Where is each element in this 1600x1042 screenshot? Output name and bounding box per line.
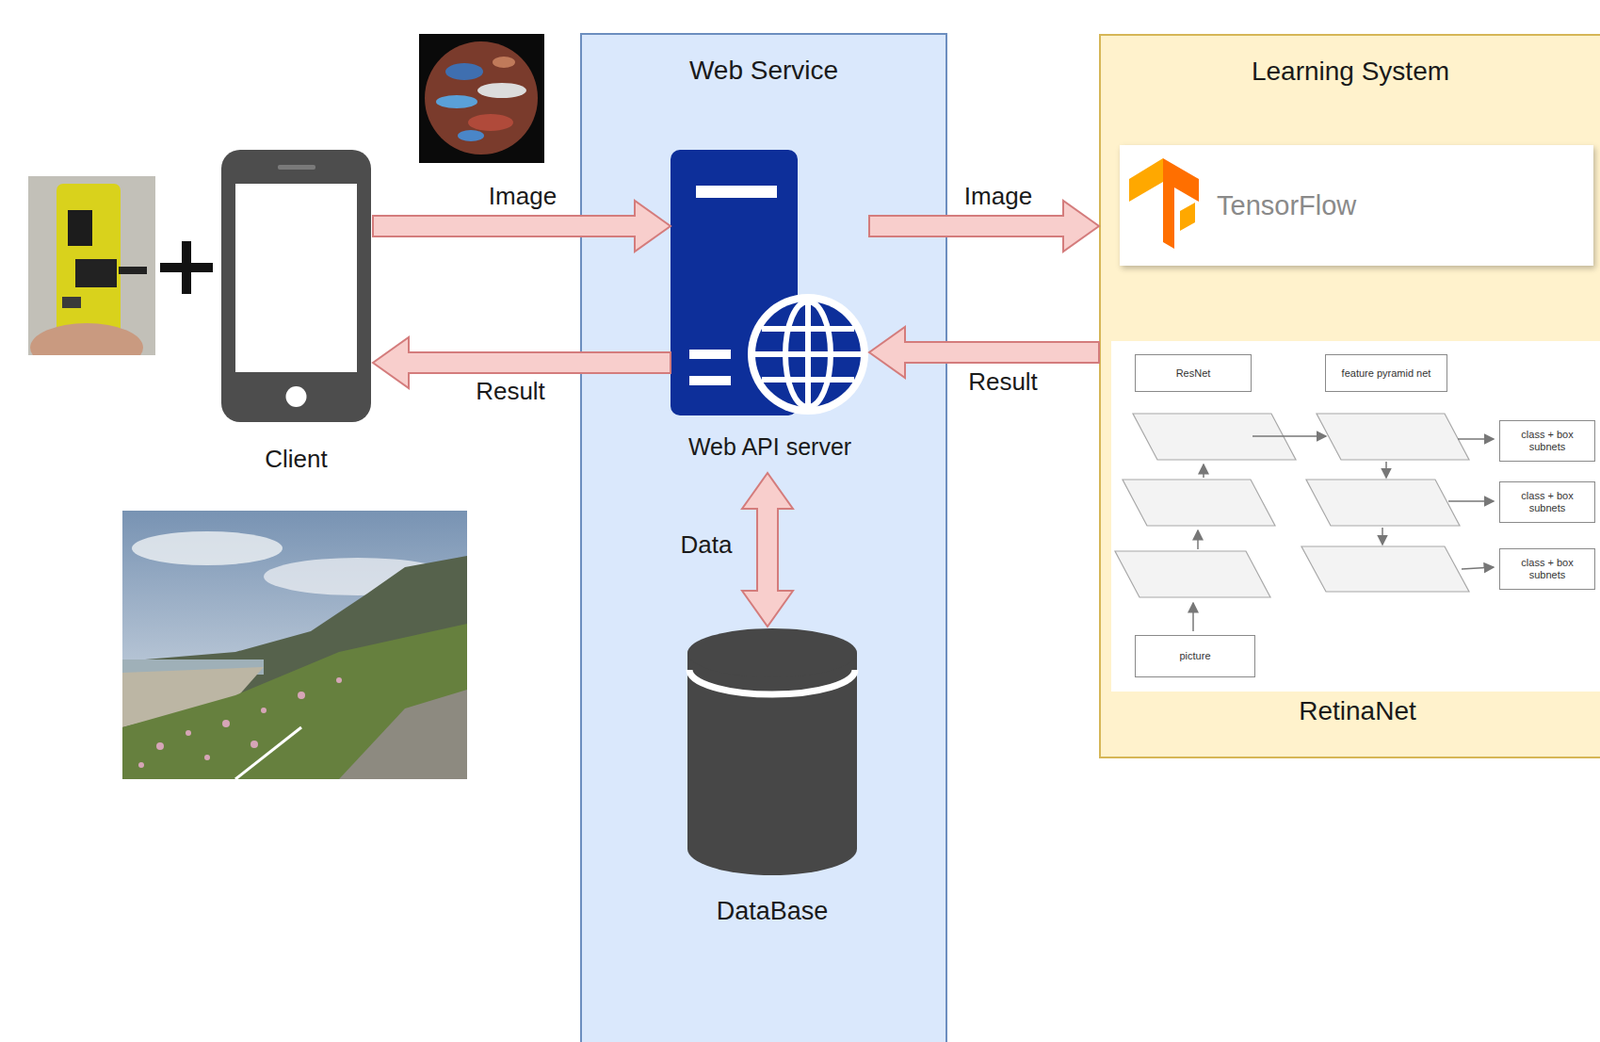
device-photo [28, 176, 156, 356]
cloud [131, 531, 283, 566]
device-knob [118, 266, 147, 275]
feature-planes [1115, 413, 1470, 598]
subnet-box: class + box subnets [1499, 481, 1596, 523]
image-ground [419, 33, 545, 163]
panel-title: Web Service [689, 55, 839, 86]
node-label: Client [264, 444, 327, 474]
model-name: RetinaNet [1298, 695, 1417, 727]
edge-label: Image [488, 181, 557, 211]
edge-label: Image [964, 181, 1033, 211]
node-label: Web API server [688, 433, 852, 461]
sample-patch [457, 129, 485, 142]
layer-label: class + box subnets [1504, 489, 1590, 514]
path [339, 689, 468, 779]
layer-label: feature pyramid net [1341, 367, 1432, 380]
sample-patch [492, 56, 516, 68]
phone-speaker [277, 164, 316, 170]
figure-arrows [1193, 436, 1494, 631]
sample-patch [477, 82, 527, 98]
phone-body [221, 149, 372, 422]
subnet-box: class + box subnets [1499, 420, 1596, 462]
service-panel: Web ServiceWeb API serverDataBase [580, 32, 948, 1042]
panel-title: Learning System [1251, 56, 1450, 87]
server-bar [689, 349, 731, 359]
client-phone: Client [219, 147, 373, 487]
edge-label-holder: Image [964, 181, 1033, 211]
input-box: picture [1134, 634, 1256, 678]
edge-label-holder: Result [968, 367, 1038, 397]
layer-box: ResNet [1134, 354, 1252, 392]
figure-ground [1111, 340, 1600, 692]
sample-disc [424, 41, 538, 155]
layer-label: class + box subnets [1504, 428, 1590, 453]
server-bar [689, 375, 731, 386]
globe [755, 301, 861, 407]
vegetation [122, 623, 468, 779]
device-body [56, 183, 121, 335]
edge-label: Data [680, 530, 733, 560]
phone-button [286, 386, 308, 407]
cylinder-top [687, 628, 857, 678]
flowers [138, 677, 342, 768]
framework-name: TensorFlow [1216, 190, 1357, 222]
layer-label: class + box subnets [1504, 556, 1590, 581]
database-node: DataBase [685, 626, 859, 938]
layer-box: feature pyramid net [1325, 354, 1448, 392]
sample-patch [445, 63, 484, 81]
device-clip [75, 258, 117, 288]
server-node: Web API server [670, 149, 870, 473]
plus-bar [160, 262, 213, 273]
edge-label-holder: Data [680, 530, 733, 560]
sample-patch [436, 95, 478, 109]
cylinder-band [689, 669, 856, 695]
globe-backdrop [747, 293, 869, 415]
fence-line [235, 727, 302, 779]
sky [122, 510, 468, 779]
sample-patch [468, 113, 514, 131]
landscape-photo [122, 510, 468, 779]
server-icon [670, 149, 870, 416]
edge-label: Result [475, 376, 546, 406]
layer-label: picture [1179, 649, 1211, 663]
round-image [419, 33, 545, 163]
device-window [67, 210, 93, 246]
node-label: DataBase [716, 896, 829, 926]
plus-sign [158, 239, 215, 296]
cylinder-body [687, 652, 857, 875]
phone-screen [235, 183, 357, 372]
subnet-box: class + box subnets [1499, 548, 1596, 590]
cliff [122, 555, 468, 779]
tensorflow-logo [1125, 154, 1206, 253]
edge-label-holder: Image [488, 181, 557, 211]
phone-icon [219, 147, 373, 424]
layer-label: ResNet [1176, 367, 1212, 380]
server-bar [695, 185, 777, 198]
database-icon [685, 626, 859, 875]
edge-label-holder: Result [475, 376, 546, 406]
device-button [62, 296, 81, 308]
globe-lines [755, 301, 861, 407]
edge-label: Result [968, 367, 1038, 397]
hand [30, 323, 144, 356]
